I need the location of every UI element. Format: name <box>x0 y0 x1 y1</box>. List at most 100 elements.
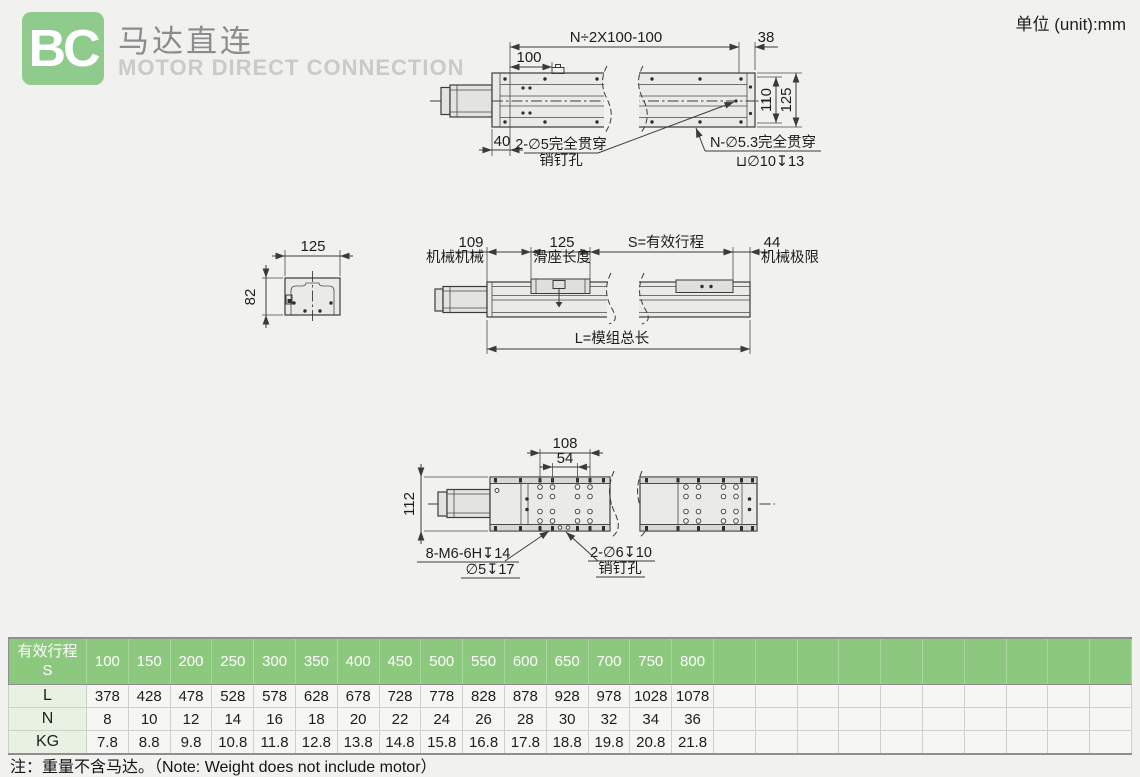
callout-text: 8-M6-6H↧14 <box>426 546 511 562</box>
dim-label: L=模组总长 <box>575 330 650 347</box>
stroke-header-cell: 150 <box>128 638 171 685</box>
value-cell: 14 <box>211 707 255 731</box>
value-cell: 24 <box>420 707 464 731</box>
value-cell: 28 <box>503 707 547 731</box>
value-cell: 20.8 <box>629 730 673 755</box>
value-cell: 14.8 <box>378 730 422 755</box>
value-cell: 11.8 <box>253 730 296 755</box>
empty-header-cell <box>922 638 965 685</box>
row-label-cell: L <box>8 684 87 708</box>
value-cell: 18.8 <box>545 730 589 755</box>
empty-cell <box>712 730 756 755</box>
dim-label: 38 <box>758 29 775 46</box>
thread-hole-grid <box>537 484 593 530</box>
technical-drawing-canvas: N÷2X100-100 38 100 40 110 125 2-∅5完全贯穿 销… <box>242 29 821 579</box>
empty-cell <box>921 730 965 755</box>
value-cell: 678 <box>336 684 380 708</box>
break-line <box>639 272 649 325</box>
dim-label: 125 <box>549 234 574 251</box>
empty-header-cell <box>1047 638 1091 685</box>
slider-block <box>530 278 591 294</box>
empty-cell <box>1089 730 1132 755</box>
value-cell: 878 <box>503 684 547 708</box>
value-cell: 12.8 <box>294 730 338 755</box>
value-cell: 528 <box>211 684 255 708</box>
callout-text: ∅5↧17 <box>466 562 515 578</box>
stroke-header-cell: 100 <box>86 638 129 685</box>
dim-label: 44 <box>764 234 781 251</box>
empty-cell <box>880 707 923 731</box>
value-cell: 32 <box>587 707 631 731</box>
side-view-dimensions: 109 机械机械 125 滑座长度 S=有效行程 44 机械极限 L=模组总长 <box>426 234 819 354</box>
stroke-header-cell: 200 <box>170 638 213 685</box>
empty-cell <box>754 707 798 731</box>
motor-cap <box>437 491 448 517</box>
stroke-header-cell: 250 <box>211 638 255 685</box>
dim-label: 108 <box>552 435 577 452</box>
empty-cell <box>880 684 923 708</box>
footer-note: 注：重量不含马达。（Note: Weight does not include … <box>10 759 437 776</box>
callout-text: 销钉孔 <box>539 152 583 169</box>
stroke-header-cell: 600 <box>504 638 547 685</box>
stroke-header-cell: 300 <box>253 638 296 685</box>
empty-cell <box>754 730 798 755</box>
value-cell: 26 <box>462 707 505 731</box>
page-title-chinese: 马达直连 <box>118 24 254 59</box>
empty-cell <box>838 684 882 708</box>
dim-label: 125 <box>300 238 325 255</box>
empty-cell <box>838 730 882 755</box>
cross-section-dimensions: 125 82 <box>242 238 353 328</box>
value-cell: 36 <box>671 707 714 731</box>
empty-header-cell <box>797 638 840 685</box>
page-title-english: MOTOR DIRECT CONNECTION <box>118 55 465 80</box>
empty-cell <box>1047 730 1091 755</box>
stroke-header-cell: 400 <box>337 638 380 685</box>
value-cell: 9.8 <box>169 730 213 755</box>
dim-label: 滑座长度 <box>533 249 591 266</box>
value-cell: 22 <box>378 707 422 731</box>
motor-cap <box>434 288 444 312</box>
stroke-header-cell: 450 <box>379 638 422 685</box>
break-line <box>638 65 648 134</box>
value-cell: 15.8 <box>420 730 464 755</box>
bottom-view: 112 108 54 8-M6-6H↧14 ∅5↧17 2-∅6↧10 销钉孔 <box>401 435 775 579</box>
value-cell: 728 <box>378 684 422 708</box>
empty-cell <box>712 684 756 708</box>
stroke-header-cell: 350 <box>295 638 338 685</box>
value-cell: 13.8 <box>336 730 380 755</box>
value-cell: 16.8 <box>462 730 505 755</box>
empty-cell <box>1089 684 1132 708</box>
value-cell: 7.8 <box>86 730 129 755</box>
dim-label: 100 <box>516 49 541 66</box>
value-cell: 10.8 <box>211 730 255 755</box>
dim-label: 110 <box>758 88 775 112</box>
bc-logo: BC <box>22 12 104 85</box>
thread-hole-grid <box>683 484 739 524</box>
value-cell: 8.8 <box>127 730 171 755</box>
empty-cell <box>1047 707 1091 731</box>
dim-label: 109 <box>458 234 483 251</box>
module-body <box>489 476 611 532</box>
callout-text: ⊔∅10↧13 <box>736 154 804 170</box>
value-cell: 34 <box>629 707 673 731</box>
value-cell: 17.8 <box>503 730 547 755</box>
empty-cell <box>712 707 756 731</box>
stroke-header-line2: S <box>42 661 53 679</box>
break-line <box>602 65 612 134</box>
bottom-view-dimensions: 112 108 54 8-M6-6H↧14 ∅5↧17 2-∅6↧10 销钉孔 <box>401 435 655 579</box>
callout-text: 2-∅5完全贯穿 <box>515 135 607 153</box>
empty-cell <box>921 684 965 708</box>
empty-header-cell <box>880 638 923 685</box>
value-cell: 30 <box>545 707 589 731</box>
motor-cap <box>440 86 451 116</box>
top-view: N÷2X100-100 38 100 40 110 125 2-∅5完全贯穿 销… <box>430 29 821 170</box>
value-cell: 378 <box>86 684 129 708</box>
value-cell: 19.8 <box>587 730 631 755</box>
break-line <box>609 470 619 538</box>
